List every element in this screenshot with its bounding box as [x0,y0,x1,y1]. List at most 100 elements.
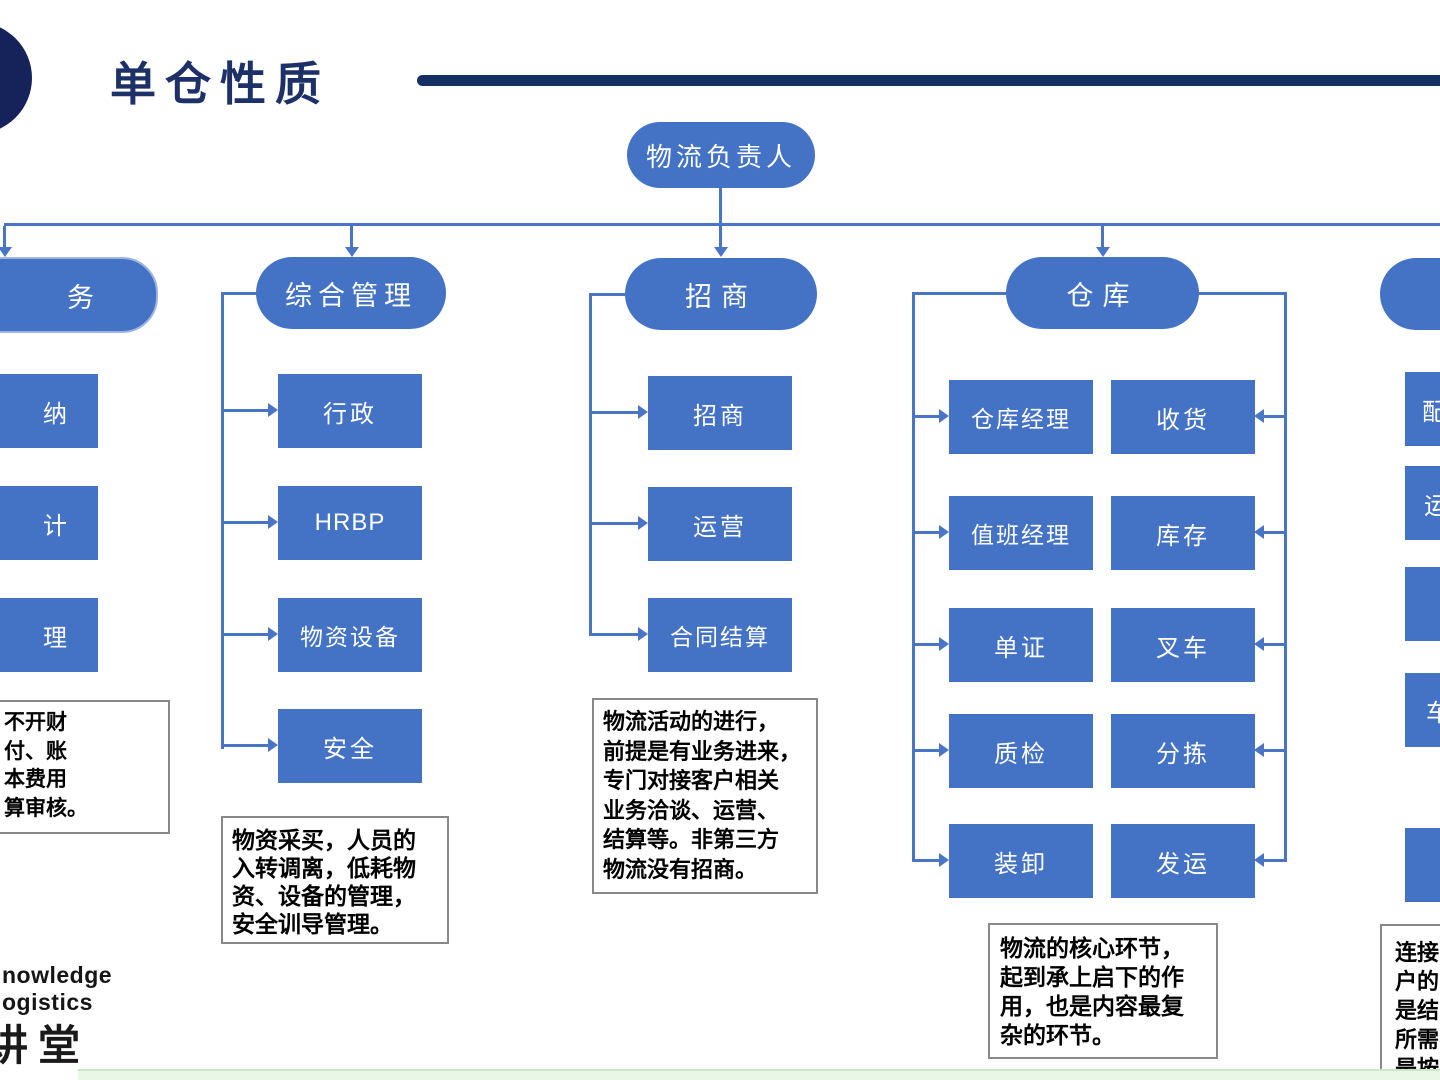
elbow-connector-investment [589,293,625,296]
branch-pill-transport [1380,258,1440,330]
stub-connector [1264,415,1286,418]
warehouse-left-label: 质检 [994,740,1048,768]
warehouse-left-box: 单证 [949,608,1093,682]
title-underline-bar [417,75,1440,86]
stub-connector [1264,859,1286,862]
spine-connector-general [221,292,224,749]
branch-pill-investment: 招商 [625,258,817,330]
drop-connector-finance [3,226,6,247]
arrow-left-icon [1254,853,1264,867]
note-line: 资、设备的管理， [232,883,416,909]
warehouse-right-box: 收货 [1111,380,1255,454]
note-line: 前提是有业务进来， [603,738,802,764]
elbow-connector-general [221,292,258,295]
stub-connector [1264,749,1286,752]
finance-row-label: 纳 [43,400,70,428]
note-line: 物流活动的进行， [603,709,780,734]
stub-connector [1264,531,1286,534]
investment-row-label: 合同结算 [670,624,770,650]
branch-pill-general-label: 综合管理 [285,280,417,311]
warehouse-left-label: 值班经理 [971,522,1071,548]
spine-connector-warehouse-right [1284,292,1287,862]
general-row-label: HRBP [314,509,386,536]
note-line: 入转调离，低耗物 [232,855,416,881]
arrow-left-icon [1254,409,1264,423]
stub-connector [1264,643,1286,646]
warehouse-left-label: 单证 [994,634,1048,662]
note-line: 户的 [1395,969,1440,994]
note-line: 物资采买，人员的 [232,827,416,853]
note-line: 专门对接客户相关 [603,768,780,793]
finance-row-box: 理 [0,598,98,672]
investment-row-label: 招商 [693,402,747,430]
branch-pill-investment-label: 招商 [685,281,757,312]
org-root-node: 物流负责人 [627,122,815,188]
warehouse-right-box: 分拣 [1111,714,1255,788]
branch-pill-warehouse-label: 仓库 [1066,280,1139,311]
warehouse-right-label: 收货 [1156,406,1210,434]
investment-row-box: 合同结算 [648,598,792,672]
note-line: 安全训导管理。 [232,911,393,937]
stub-connector [912,749,939,752]
corner-circle-decoration [0,22,32,134]
note-line: 用，也是内容最复 [1000,993,1184,1019]
warehouse-right-label: 发运 [1156,850,1210,878]
note-line: 是结 [1395,998,1440,1023]
note-line: 结算等。非第三方 [603,827,780,852]
stub-connector [912,415,939,418]
stub-connector [589,411,638,414]
logo-calligraphy: 讲堂 [0,1021,91,1070]
drop-connector-general [350,226,353,247]
logo-text-line1: nowledge [2,962,113,988]
org-root-label: 物流负责人 [645,141,796,172]
finance-row-box: 计 [0,486,98,560]
general-row-label: 行政 [323,400,377,428]
note-line: 业务洽谈、运营、 [603,797,780,823]
arrow-right-icon [638,516,648,530]
arrow-right-icon [939,743,949,757]
arrow-down-icon-general [345,247,359,257]
transport-row-box [1405,828,1440,902]
spine-connector-warehouse-left [912,292,915,862]
page-title: 单仓性质 [110,58,330,110]
note-line: 所需 [1395,1027,1440,1052]
note-line: 杂的环节。 [1000,1022,1115,1048]
arrow-right-icon [638,405,648,419]
note-finance: 不开财 付、账 本费用 算审核。 [0,700,170,834]
arrow-right-icon [939,853,949,867]
warehouse-left-label: 仓库经理 [971,406,1071,432]
finance-row-box: 纳 [0,374,98,448]
branch-pill-finance: 务 [0,257,158,333]
investment-row-box: 招商 [648,376,792,450]
root-stub-connector [719,188,722,224]
drop-connector-investment [719,226,722,247]
drop-connector-warehouse [1101,226,1104,247]
logo-text-line2: ogistics [2,989,93,1015]
general-row-box: HRBP [278,486,422,560]
general-row-box: 安全 [278,709,422,783]
transport-row-box [1405,567,1440,641]
note-transport: 连接 户的 是结 所需 是按 [1380,924,1440,1080]
warehouse-left-box: 值班经理 [949,496,1093,570]
arrow-left-icon [1254,525,1264,539]
stub-connector [221,409,268,412]
warehouse-left-label: 装卸 [994,850,1048,878]
arrow-left-icon [1254,637,1264,651]
arrow-right-icon [268,403,278,417]
note-investment: 物流活动的进行， 前提是有业务进来， 专门对接客户相关 业务洽谈、运营、 结算等… [592,698,818,894]
note-line: 本费用 [4,768,67,791]
warehouse-right-label: 叉车 [1156,634,1210,662]
warehouse-left-box: 仓库经理 [949,380,1093,454]
arrow-left-icon [1254,743,1264,757]
elbow-connector-warehouse-left [912,292,1006,295]
branch-pill-warehouse: 仓库 [1006,257,1199,329]
arrow-right-icon [939,409,949,423]
arrow-down-icon-warehouse [1096,247,1110,257]
arrow-right-icon [939,525,949,539]
arrow-right-icon [268,627,278,641]
note-line: 起到承上启下的作 [1000,964,1184,990]
note-line: 不开财 [4,711,67,734]
transport-row-box: 配 [1405,372,1440,446]
warehouse-right-label: 分拣 [1156,740,1210,768]
